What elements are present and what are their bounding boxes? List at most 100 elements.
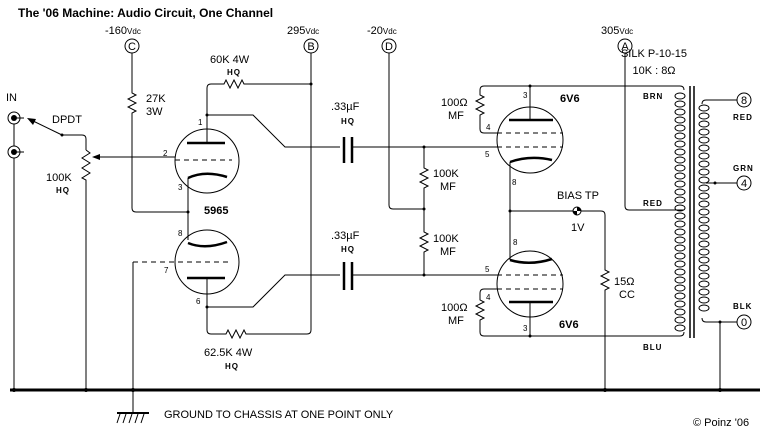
pin-label: 4 [486,293,491,302]
input-label: IN [6,92,17,104]
plate-top-wire [206,114,340,148]
pin-label: 5 [485,150,490,159]
driver-tube-label: 5965 [204,205,228,217]
r-grid-bottom-note: MF [440,246,456,258]
primary-winding-loop [674,140,686,148]
primary-winding-loop [674,292,686,300]
pin-label: 8 [512,178,517,187]
input-jack-top[interactable] [7,111,24,125]
secondary-winding-loop [698,104,710,112]
b-plus-rail [306,53,312,335]
primary-winding-loop [674,236,686,244]
primary-winding-loop [674,172,686,180]
page-title: The '06 Machine: Audio Circuit, One Chan… [18,6,273,20]
screen-resistor-top [474,85,530,134]
r-grid-top-value: 100K [433,168,459,180]
plate-bottom-to-xfmr [529,302,685,337]
ground-note: GROUND TO CHASSIS AT ONE POINT ONLY [164,409,394,421]
secondary-winding-loop [698,184,710,192]
primary-winding-loop [674,108,686,116]
primary-winding-loop [674,252,686,260]
grid-resistors [418,147,430,275]
primary-winding-loop [674,124,686,132]
pin-label: 6 [196,297,201,306]
secondary-winding-loop [698,280,710,288]
r62k5-value: 62.5K 4W [204,347,253,359]
primary-winding-loop [674,116,686,124]
copyright: © Poinz '06 [693,417,749,429]
dpdt-switch[interactable] [27,118,87,150]
node-d-letter: D [385,41,393,53]
secondary-winding-loop [698,264,710,272]
r62k5-note: HQ [225,362,239,371]
pin-label: 3 [523,324,528,333]
lead-blk: BLK [733,302,752,311]
node-a-voltage: 305Vdc [601,25,633,37]
resistor-62k5 [206,307,307,340]
primary-winding-loop [674,220,686,228]
secondary-winding-loop [698,168,710,176]
lead-red-secondary: RED [733,113,753,122]
input-jack-bottom[interactable] [7,145,24,159]
transformer-model: SILK P-10-15 [621,48,687,60]
lead-blu: BLU [643,343,662,352]
cathode-resistor [581,210,611,390]
primary-winding-loop [674,204,686,212]
pot-note: HQ [56,186,70,195]
supply-node-d: -20Vdc D [367,25,397,54]
plate-top-to-xfmr [529,85,685,120]
bias-test-point[interactable] [572,206,582,216]
primary-winding-loop [674,188,686,196]
secondary-winding-loop [698,176,710,184]
r27k-power: 3W [146,106,163,118]
output-terminal-4[interactable]: 4 [736,175,752,191]
volume-pot[interactable] [80,149,175,390]
node-d-voltage: -20Vdc [367,25,397,37]
pin-label: 4 [486,123,491,132]
output-tube-top-label: 6V6 [560,93,580,105]
primary-winding-loop [674,156,686,164]
r-screen-top-value: 100Ω [441,97,468,109]
pin-label: 8 [513,238,518,247]
secondary-winding-loop [698,136,710,144]
r-screen-top-note: MF [448,110,464,122]
r-screen-bottom-note: MF [448,315,464,327]
cap-bottom-note: HQ [341,245,355,254]
coupling-cap-top [342,137,500,163]
secondary-winding-loop [698,152,710,160]
a-plus-center-tap [624,53,684,211]
resistor-27k [126,53,188,213]
output-terminal-8[interactable]: 8 [736,92,752,108]
secondary-winding-loop [698,208,710,216]
secondary-winding-loop [698,248,710,256]
secondary-winding-loop [698,296,710,304]
switch-label: DPDT [52,114,82,126]
r-grid-top-note: MF [440,181,456,193]
primary-winding-loop [674,244,686,252]
node-b-voltage: 295Vdc [287,25,319,37]
secondary-winding-loop [698,112,710,120]
output-terminal-0[interactable]: 0 [736,314,752,330]
secondary-winding-loop [698,240,710,248]
primary-winding-loop [674,132,686,140]
pin-label: 5 [485,265,490,274]
node-b-letter: B [307,41,314,53]
chassis-ground-icon [116,390,149,424]
cap-top-value: .33µF [331,101,360,113]
output-transformer [674,86,710,338]
primary-winding-loop [674,268,686,276]
lead-red-primary: RED [643,199,663,208]
svg-text:8: 8 [741,95,747,107]
r60k-note: HQ [227,68,241,77]
pin-label: 2 [163,149,168,158]
primary-winding-loop [674,100,686,108]
secondary-winding-loop [698,232,710,240]
bias-tp-label: BIAS TP [557,190,599,202]
coupling-cap-bottom [342,262,500,290]
driver-tube-top [174,128,240,194]
primary-winding-loop [674,284,686,292]
secondary-winding-loop [698,192,710,200]
resistor-60k [206,78,311,115]
primary-winding-loop [674,276,686,284]
primary-winding-loop [674,308,686,316]
